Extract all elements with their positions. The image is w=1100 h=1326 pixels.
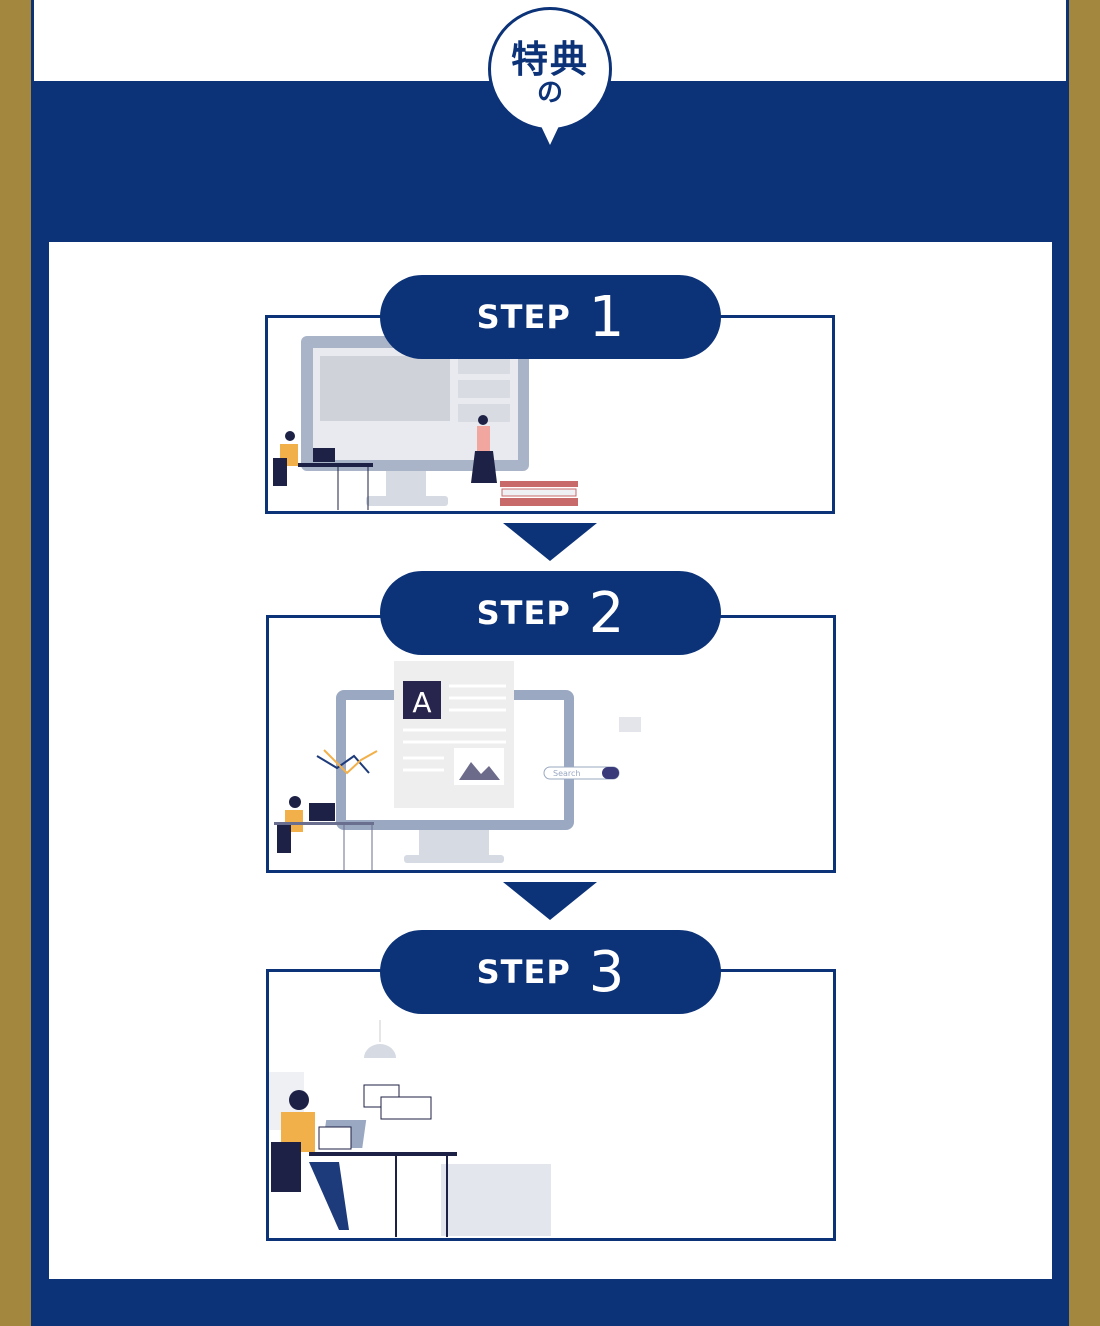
down-arrow-icon: [503, 523, 597, 561]
step-word: STEP: [476, 953, 571, 991]
step-number: 1: [588, 284, 625, 350]
step-1-label: STEP 1: [380, 275, 721, 359]
developer-desk-illustration: [269, 1020, 551, 1237]
step-3-label: STEP 3: [380, 930, 721, 1014]
step-number: 3: [588, 939, 625, 1005]
step-word: STEP: [476, 594, 571, 632]
mail-icon: [619, 717, 641, 732]
badge-title: 特典: [511, 38, 589, 81]
search-icon: [602, 767, 619, 779]
step-3-illustration: [266, 969, 836, 1241]
doc-letter: A: [412, 686, 431, 719]
step-2-illustration: A Search: [266, 615, 836, 873]
down-arrow-icon: [503, 882, 597, 920]
step-2-label: STEP 2: [380, 571, 721, 655]
benefits-badge: 特典 の: [488, 7, 612, 131]
search-input-text: Search: [553, 769, 580, 778]
online-lesson-illustration: [273, 336, 578, 510]
badge-subtitle: の: [536, 78, 563, 108]
web-content-illustration: A Search: [274, 661, 641, 870]
step-number: 2: [588, 580, 625, 646]
step-word: STEP: [476, 298, 571, 336]
badge-tail: [541, 126, 559, 145]
